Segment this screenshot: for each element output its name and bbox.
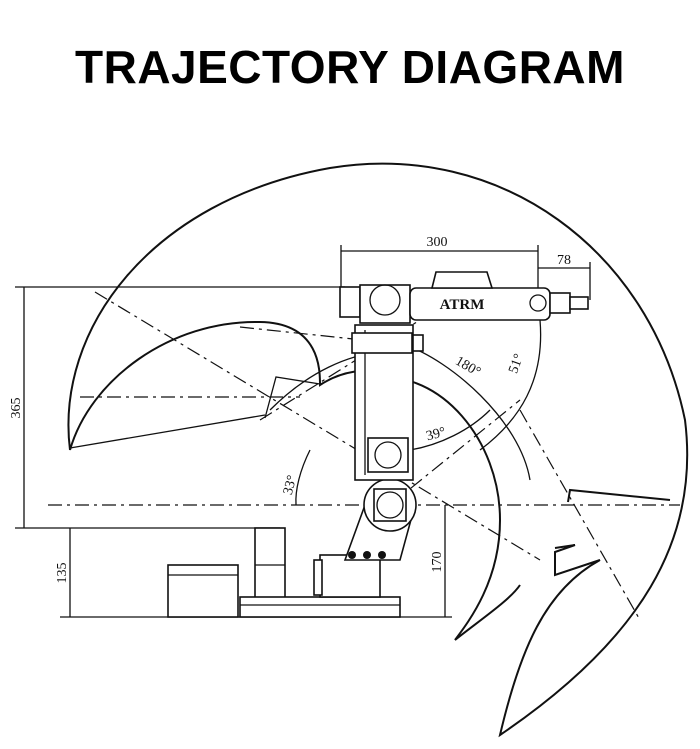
dimension-300: 300	[340, 235, 539, 300]
arm-logo: ATRM	[440, 297, 485, 313]
outer-envelope-lower	[567, 488, 671, 503]
angle-label-33: 33°	[281, 474, 301, 497]
envelope-edge-left	[69, 414, 266, 449]
page-title: TRAJECTORY DIAGRAM	[75, 41, 625, 93]
dimension-78: 78	[538, 253, 591, 300]
dimension-365: 365	[9, 286, 345, 529]
robot-base	[167, 504, 417, 618]
arm-ref-line-1	[94, 291, 541, 561]
arm-ref-line-2	[259, 319, 421, 421]
angle-label-51: 51°	[506, 352, 527, 376]
envelope-edge-mid	[264, 376, 321, 419]
angle-arc-180	[404, 344, 531, 481]
dimension-135-label: 135	[55, 563, 70, 584]
arm-ref-line-5	[389, 399, 521, 506]
arm-ref-line-6	[519, 409, 641, 621]
dimension-365-label: 365	[9, 398, 24, 419]
dimension-78-label: 78	[557, 253, 571, 268]
angle-label-180: 180°	[452, 354, 483, 380]
angle-label-39: 39°	[425, 425, 448, 445]
angle-arc-39	[409, 409, 491, 451]
dimension-170-label: 170	[430, 552, 445, 573]
inner-reach-envelope-right	[374, 376, 521, 641]
angle-arc-51	[479, 319, 542, 451]
angle-arc-33	[295, 449, 311, 506]
shoulder-joint	[363, 478, 417, 532]
outer-reach-envelope	[67, 162, 689, 738]
inner-reach-envelope-left	[69, 320, 381, 451]
dimension-300-label: 300	[427, 235, 448, 250]
lower-arm	[351, 324, 424, 481]
upper-arm: ATRM	[339, 271, 589, 324]
dimension-170: 170	[400, 505, 452, 618]
